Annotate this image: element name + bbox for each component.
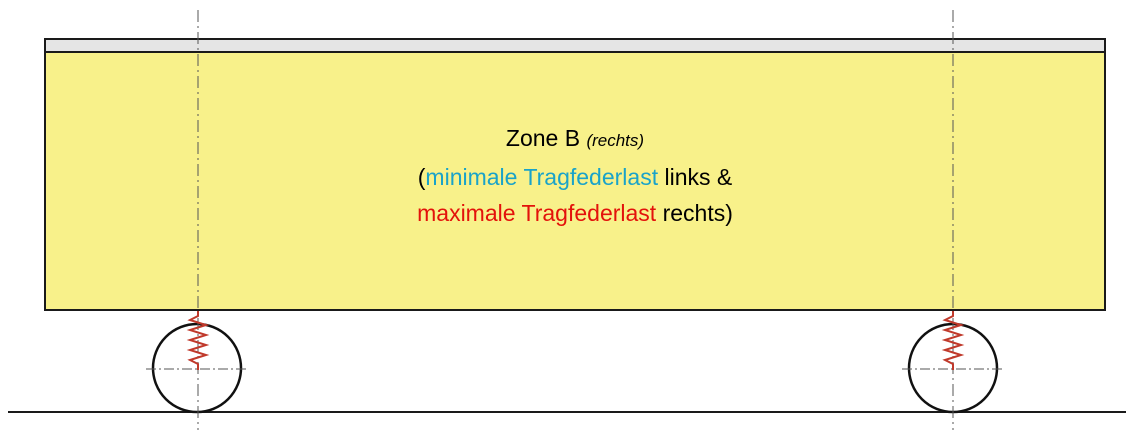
min-load-word: minimale [425, 164, 518, 190]
max-load-word: maximale [417, 200, 516, 226]
car-roof-strip [44, 38, 1106, 53]
right-spring [941, 311, 965, 370]
zone-label: Zone B (rechts) (minimale Tragfederlast … [45, 120, 1105, 231]
max-load-line: maximale Tragfederlast rechts) [45, 195, 1105, 231]
max-load-rest: rechts) [662, 200, 733, 226]
min-load-term: Tragfederlast [523, 164, 659, 190]
zone-title-suffix: (rechts) [586, 131, 645, 150]
zone-title: Zone B [505, 125, 581, 151]
car-body [44, 50, 1106, 311]
min-load-open-paren: ( [417, 164, 426, 190]
left-wheel [151, 322, 243, 414]
max-load-term: Tragfederlast [521, 200, 657, 226]
left-spring [186, 311, 210, 370]
zone-title-line: Zone B (rechts) [45, 120, 1105, 159]
min-load-rest: links & [664, 164, 733, 190]
min-load-line: (minimale Tragfederlast links & [45, 159, 1105, 195]
